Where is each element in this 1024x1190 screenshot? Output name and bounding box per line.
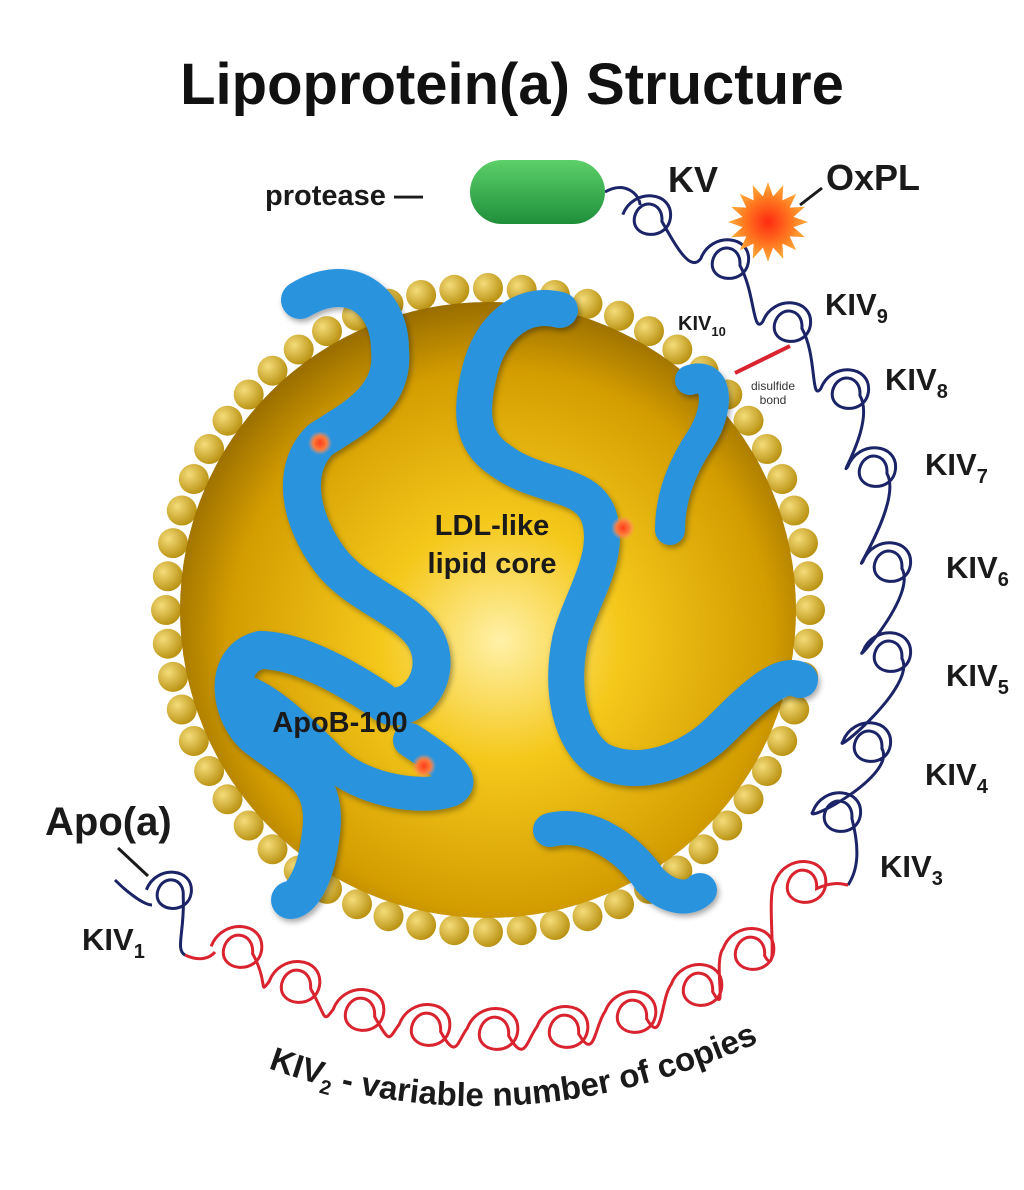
phospholipid-bead bbox=[158, 661, 188, 692]
phospholipid-bead bbox=[751, 434, 782, 464]
svg-text:KIV4: KIV4 bbox=[925, 757, 989, 798]
oxpl-label: OxPL bbox=[826, 157, 920, 198]
phospholipid-bead bbox=[158, 528, 188, 559]
phospholipid-bead bbox=[283, 334, 314, 365]
kiv2-repeat-chain bbox=[184, 860, 849, 1051]
phospholipid-bead bbox=[194, 434, 225, 464]
phospholipid-bead bbox=[152, 628, 183, 659]
svg-text:KIV8: KIV8 bbox=[885, 362, 948, 403]
kiv5-label: KIV5 bbox=[946, 658, 1009, 699]
phospholipid-bead bbox=[342, 889, 372, 920]
apo-a-leader-line bbox=[116, 846, 150, 878]
phospholipid-bead bbox=[572, 901, 603, 932]
phospholipid-bead bbox=[439, 274, 470, 305]
oxidized-lipid-dot bbox=[308, 431, 332, 455]
phospholipid-bead bbox=[767, 464, 798, 494]
kiv10-label: KIV10 bbox=[678, 313, 726, 339]
kiv2-label: KIV2 - variable number of copies bbox=[266, 1015, 762, 1113]
phospholipid-bead bbox=[751, 756, 782, 786]
oxpl-star-icon bbox=[728, 182, 808, 262]
phospholipid-bead bbox=[166, 694, 197, 725]
phospholipid-bead bbox=[662, 334, 693, 365]
phospholipid-bead bbox=[779, 694, 810, 725]
apo-a-label: Apo(a) bbox=[45, 800, 172, 844]
svg-text:KIV1: KIV1 bbox=[82, 922, 145, 963]
kiv3-label: KIV3 bbox=[880, 849, 943, 890]
protease-domain bbox=[470, 160, 605, 224]
phospholipid-bead bbox=[767, 726, 798, 756]
core-label-line1: LDL-like bbox=[435, 510, 549, 542]
svg-text:KIV7: KIV7 bbox=[925, 447, 988, 488]
phospholipid-bead bbox=[233, 810, 264, 841]
oxidized-lipid-dot bbox=[412, 754, 436, 778]
phospholipid-bead bbox=[151, 595, 181, 625]
phospholipid-bead bbox=[373, 901, 404, 932]
phospholipid-bead bbox=[212, 784, 243, 815]
kiv2-chain-path bbox=[184, 860, 849, 1051]
disulfide-label-line2: bond bbox=[760, 393, 787, 407]
phospholipid-bead bbox=[604, 889, 634, 920]
phospholipid-bead bbox=[793, 561, 824, 592]
phospholipid-bead bbox=[634, 316, 664, 347]
phospholipid-bead bbox=[439, 915, 470, 946]
phospholipid-bead bbox=[257, 355, 288, 386]
svg-text:KIV9: KIV9 bbox=[825, 287, 888, 328]
apo-a-kringle-chain bbox=[113, 186, 912, 957]
kiv9-label: KIV9 bbox=[825, 287, 888, 328]
phospholipid-bead bbox=[473, 273, 503, 303]
phospholipid-bead bbox=[166, 495, 197, 526]
phospholipid-bead bbox=[779, 495, 810, 526]
phospholipid-bead bbox=[312, 316, 342, 347]
phospholipid-bead bbox=[688, 834, 719, 865]
kiv7-label: KIV7 bbox=[925, 447, 988, 488]
phospholipid-bead bbox=[473, 917, 503, 947]
phospholipid-bead bbox=[539, 910, 570, 940]
core-label-line2: lipid core bbox=[428, 548, 557, 580]
apo-a-chain-path bbox=[604, 186, 912, 886]
kiv8-label: KIV8 bbox=[885, 362, 948, 403]
diagram-title: Lipoprotein(a) Structure bbox=[180, 52, 844, 117]
svg-text:KIV5: KIV5 bbox=[946, 658, 1009, 699]
oxidized-lipid-dot bbox=[611, 516, 635, 540]
phospholipid-bead bbox=[788, 528, 818, 559]
svg-text:KIV6: KIV6 bbox=[946, 550, 1009, 591]
phospholipid-bead bbox=[795, 595, 825, 625]
apob-label: ApoB-100 bbox=[272, 707, 407, 739]
protease-label: protease — bbox=[265, 180, 423, 212]
phospholipid-bead bbox=[506, 915, 537, 946]
kiv1-label: KIV1 bbox=[82, 922, 145, 963]
phospholipid-shell bbox=[151, 273, 825, 947]
phospholipid-bead bbox=[733, 405, 764, 436]
kiv6-label: KIV6 bbox=[946, 550, 1009, 591]
phospholipid-bead bbox=[178, 464, 209, 494]
kiv1-chain-path bbox=[113, 870, 193, 957]
phospholipid-bead bbox=[233, 379, 264, 410]
phospholipid-bead bbox=[604, 300, 634, 331]
phospholipid-bead bbox=[572, 288, 603, 319]
disulfide-label-line1: disulfide bbox=[751, 379, 795, 393]
oxpl-leader-line bbox=[799, 186, 823, 207]
kv-label: KV bbox=[668, 159, 718, 200]
phospholipid-bead bbox=[712, 810, 743, 841]
phospholipid-bead bbox=[257, 834, 288, 865]
phospholipid-bead bbox=[733, 784, 764, 815]
svg-text:KIV3: KIV3 bbox=[880, 849, 943, 890]
kiv4-label: KIV4 bbox=[925, 757, 989, 798]
phospholipid-bead bbox=[212, 405, 243, 436]
phospholipid-bead bbox=[152, 561, 183, 592]
phospholipid-bead bbox=[194, 756, 225, 786]
phospholipid-bead bbox=[793, 628, 824, 659]
disulfide-bond-line bbox=[734, 344, 791, 375]
apob-100-ribbon bbox=[214, 269, 818, 919]
phospholipid-bead bbox=[406, 280, 437, 310]
phospholipid-bead bbox=[406, 910, 437, 940]
phospholipid-bead bbox=[178, 726, 209, 756]
svg-text:KIV10: KIV10 bbox=[678, 313, 726, 339]
